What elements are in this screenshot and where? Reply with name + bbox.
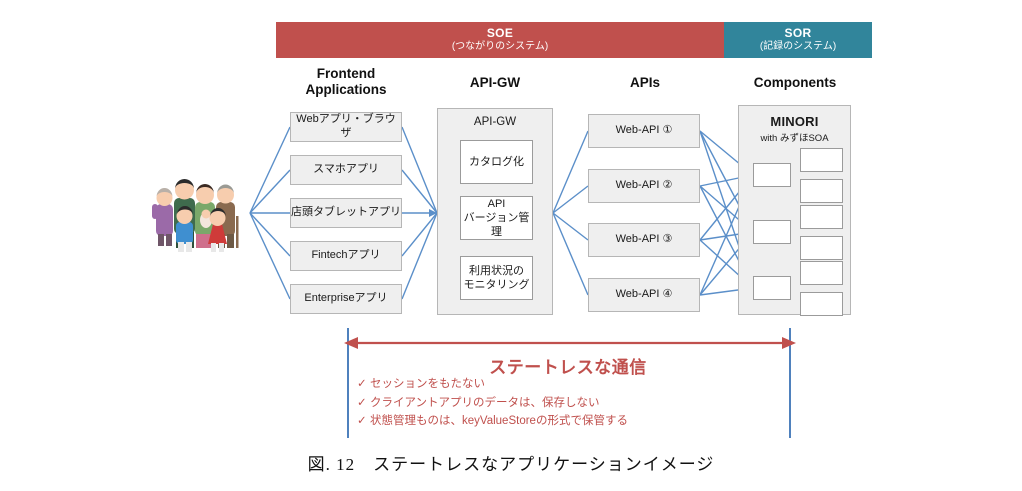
stateless-double-arrow bbox=[344, 337, 796, 349]
column-heading-components: Components bbox=[732, 75, 858, 91]
apigw-feature-label: API バージョン管理 bbox=[463, 197, 530, 239]
apigw-feature-label: カタログ化 bbox=[469, 155, 524, 168]
stateless-bullet-item: ✓クライアントアプリのデータは、保存しない bbox=[357, 394, 787, 413]
apigw-feature-box[interactable]: カタログ化 bbox=[460, 140, 533, 184]
apigw-feature-box[interactable]: 利用状況の モニタリング bbox=[460, 256, 533, 300]
component-backend-box[interactable] bbox=[800, 261, 843, 285]
frontend-app-label: 店頭タブレットアプリ bbox=[291, 206, 401, 219]
banner-soe-title: SOE bbox=[486, 26, 514, 41]
column-heading-apis: APIs bbox=[586, 75, 704, 91]
component-backend-box[interactable] bbox=[800, 236, 843, 260]
banner-sor: SOR (記録のシステム) bbox=[724, 22, 872, 58]
banner-sor-subtitle: (記録のシステム) bbox=[759, 41, 837, 53]
stateless-left-guide bbox=[347, 328, 349, 438]
check-icon: ✓ bbox=[357, 415, 367, 428]
components-title: MINORI bbox=[770, 114, 819, 129]
apigw-panel-title: API-GW bbox=[473, 116, 517, 128]
stateless-bullet-text: セッションをもたない bbox=[370, 378, 485, 390]
apigw-feature-box[interactable]: API バージョン管理 bbox=[460, 196, 533, 240]
stateless-title: ステートレスな通信 bbox=[489, 358, 647, 377]
figure-caption: 図. 12 ステートレスなアプリケーションイメージ bbox=[307, 455, 715, 474]
banner-soe-subtitle: (つながりのシステム) bbox=[451, 41, 549, 53]
column-heading-frontend-line1: Frontend bbox=[316, 66, 376, 81]
stateless-bullet-item: ✓状態管理ものは、keyValueStoreの形式で保管する bbox=[357, 412, 787, 431]
web-api-label: Web-API ③ bbox=[615, 233, 673, 246]
frontend-app-box[interactable]: スマホアプリ bbox=[290, 155, 402, 185]
column-heading-apigw-line1: API-GW bbox=[469, 75, 521, 90]
component-service-box[interactable] bbox=[753, 163, 791, 187]
component-backend-box[interactable] bbox=[800, 205, 843, 229]
stateless-bullet-text: クライアントアプリのデータは、保存しない bbox=[370, 396, 600, 409]
frontend-app-label: スマホアプリ bbox=[313, 163, 379, 176]
web-api-box[interactable]: Web-API ③ bbox=[588, 223, 700, 257]
web-api-label: Web-API ④ bbox=[615, 288, 673, 301]
family-users-illustration bbox=[150, 168, 250, 260]
stateless-bullet-text: 状態管理ものは、keyValueStoreの形式で保管する bbox=[370, 415, 628, 428]
component-backend-box[interactable] bbox=[800, 179, 843, 203]
component-service-box[interactable] bbox=[753, 220, 791, 244]
frontend-app-box[interactable]: 店頭タブレットアプリ bbox=[290, 198, 402, 228]
frontend-app-label: Webアプリ・ブラウザ bbox=[296, 113, 396, 139]
column-heading-apigw: API-GW bbox=[432, 75, 558, 91]
components-subtitle: with みずほSOA bbox=[760, 133, 829, 144]
apigw-feature-label: 利用状況の モニタリング bbox=[463, 264, 530, 291]
banner-soe: SOE (つながりのシステム) bbox=[276, 22, 724, 58]
component-backend-box[interactable] bbox=[800, 148, 843, 172]
family-illustration-svg bbox=[152, 179, 239, 252]
frontend-app-label: Fintechアプリ bbox=[311, 249, 381, 262]
banner-sor-title: SOR bbox=[784, 26, 812, 41]
check-icon: ✓ bbox=[357, 378, 367, 390]
column-heading-frontend: Frontend Applications bbox=[280, 66, 412, 98]
web-api-label: Web-API ② bbox=[615, 179, 673, 192]
frontend-app-label: Enterpriseアプリ bbox=[304, 292, 388, 305]
component-backend-box[interactable] bbox=[800, 292, 843, 316]
stateless-bullet-list: ✓セッションをもたない ✓クライアントアプリのデータは、保存しない ✓状態管理も… bbox=[357, 375, 787, 431]
component-service-box[interactable] bbox=[753, 276, 791, 300]
column-heading-apis-line1: APIs bbox=[629, 75, 660, 90]
web-api-box[interactable]: Web-API ② bbox=[588, 169, 700, 203]
stateless-bullet-item: ✓セッションをもたない bbox=[357, 375, 787, 394]
web-api-box[interactable]: Web-API ① bbox=[588, 114, 700, 148]
frontend-app-box[interactable]: Enterpriseアプリ bbox=[290, 284, 402, 314]
check-icon: ✓ bbox=[357, 396, 367, 409]
column-heading-frontend-line2: Applications bbox=[305, 81, 387, 97]
web-api-box[interactable]: Web-API ④ bbox=[588, 278, 700, 312]
stateless-right-guide bbox=[789, 328, 791, 438]
frontend-app-box[interactable]: Fintechアプリ bbox=[290, 241, 402, 271]
frontend-app-box[interactable]: Webアプリ・ブラウザ bbox=[290, 112, 402, 142]
web-api-label: Web-API ① bbox=[615, 124, 673, 137]
column-heading-components-line1: Components bbox=[753, 75, 837, 90]
